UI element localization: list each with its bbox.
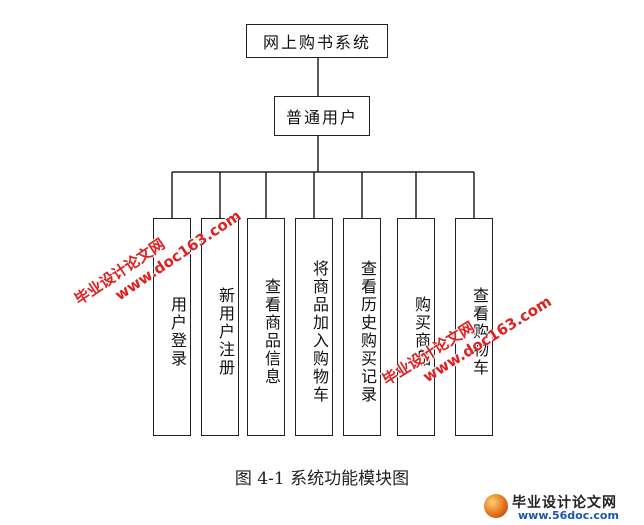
module-add-to-cart: 将商品加入购物车 bbox=[295, 218, 333, 436]
module-user-login: 用户登录 bbox=[153, 218, 191, 436]
logo-ball-icon bbox=[484, 494, 508, 518]
module-view-product-info: 查看商品信息 bbox=[247, 218, 285, 436]
user-node: 普通用户 bbox=[274, 96, 370, 136]
site-logo: 毕业设计论文网 www.56doc.com bbox=[478, 492, 642, 524]
module-view-cart: 查看购物车 bbox=[455, 218, 493, 436]
module-new-user-register: 新用户注册 bbox=[201, 218, 239, 436]
root-node: 网上购书系统 bbox=[246, 24, 388, 58]
logo-url: www.56doc.com bbox=[518, 509, 619, 522]
figure-caption: 图 4-1 系统功能模块图 bbox=[234, 469, 410, 489]
logo-title: 毕业设计论文网 bbox=[512, 495, 617, 511]
module-view-purchase-history: 查看历史购买记录 bbox=[343, 218, 381, 436]
module-buy-product: 购买商品 bbox=[397, 218, 435, 436]
